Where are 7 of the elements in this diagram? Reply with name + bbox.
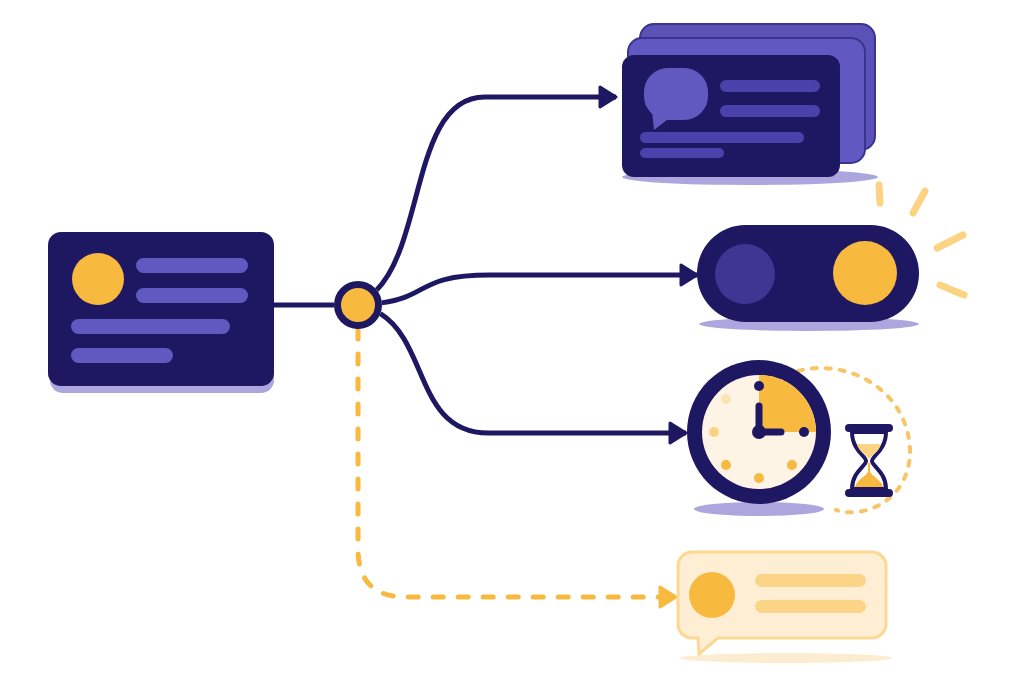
profile-card-illustration [48,232,274,394]
dashed-arrow [355,326,679,609]
junction-circle [334,281,382,329]
arrow [381,263,699,306]
arrow [378,311,688,445]
arrow [374,85,618,292]
connector-line [274,302,334,308]
